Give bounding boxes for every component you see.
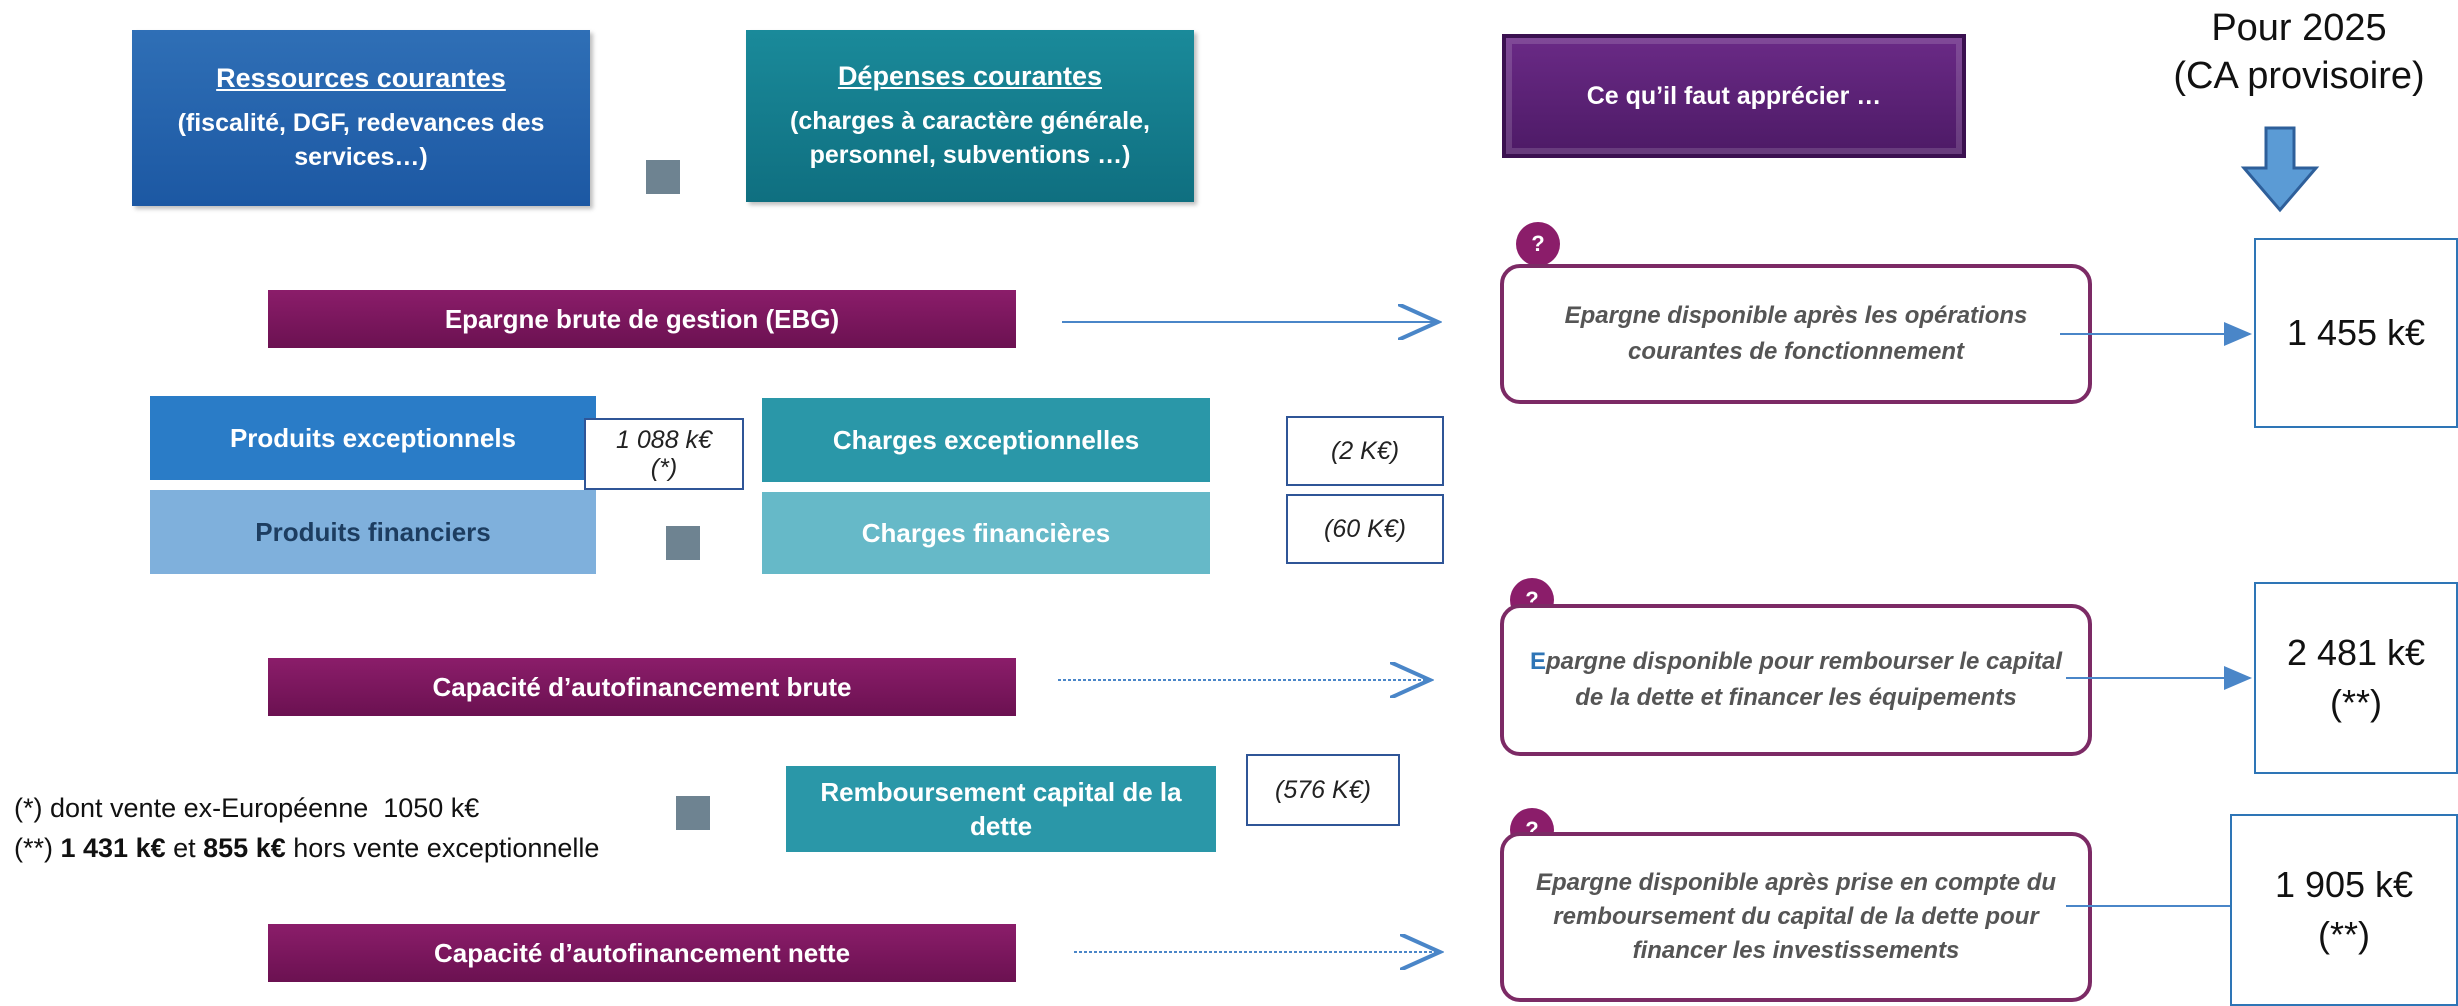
result-2-line1: 2 481 k€ — [2286, 632, 2426, 673]
expenses-title: Dépenses courantes — [837, 60, 1103, 91]
prod-fin-label: Produits financiers — [255, 516, 491, 547]
result-2-line2: (**) — [2330, 682, 2382, 723]
prod-exc-value-line1: 1 088 k€ — [616, 426, 712, 454]
charges-fin-bar: Charges financières — [762, 492, 1210, 574]
footnote-2-value-2: 855 k€ — [203, 833, 286, 863]
footnote-2-suffix: hors vente exceptionnelle — [285, 833, 600, 863]
question-frame-2: Epargne disponible pour rembourser le ca… — [1500, 604, 2092, 756]
expenses-sub: (charges à caractère générale, personnel… — [790, 106, 1150, 169]
result-box-3: 1 905 k€ (**) — [2230, 814, 2458, 1006]
result-box-2: 2 481 k€ (**) — [2254, 582, 2458, 774]
question-2-first-letter: E — [1529, 648, 1546, 675]
expenses-box: Dépenses courantes (charges à caractère … — [746, 30, 1194, 202]
caf-brute-label: Capacité d’autofinancement brute — [432, 671, 852, 702]
footnote-2-mid: et — [165, 833, 204, 863]
minus-square-icon — [646, 160, 680, 194]
question-3-text: Epargne disponible après prise en compte… — [1535, 869, 2057, 964]
minus-square-icon-3 — [676, 796, 710, 830]
footnote-2: (**) 1 431 k€ et 855 k€ hors vente excep… — [14, 828, 794, 868]
apprecier-label: Ce qu’il faut apprécier … — [1586, 81, 1882, 110]
result-3-line1: 1 905 k€ — [2274, 864, 2414, 905]
charges-fin-value: (60 K€) — [1286, 494, 1444, 564]
prod-exc-bar: Produits exceptionnels — [150, 396, 596, 480]
ebg-label: Epargne brute de gestion (EBG) — [444, 303, 840, 334]
question-2-rest: pargne disponible pour rembourser le cap… — [1545, 648, 2063, 711]
minus-square-icon-2 — [666, 526, 700, 560]
charges-exc-bar: Charges exceptionnelles — [762, 398, 1210, 482]
footnotes: (*) dont vente ex-Européenne 1050 k€ (**… — [14, 788, 794, 868]
ebg-bar: Epargne brute de gestion (EBG) — [268, 290, 1016, 348]
result-3-line2: (**) — [2318, 914, 2370, 955]
prod-fin-bar: Produits financiers — [150, 490, 596, 574]
year-header-line2: (CA provisoire) — [2173, 55, 2425, 97]
resources-sub: (fiscalité, DGF, redevances des services… — [177, 108, 545, 171]
remb-value-text: (576 K€) — [1275, 776, 1371, 804]
down-arrow-icon — [2240, 126, 2320, 213]
year-header: Pour 2025 (CA provisoire) — [2140, 4, 2458, 100]
charges-fin-label: Charges financières — [861, 517, 1111, 548]
prod-exc-value: 1 088 k€ (*) — [584, 418, 744, 490]
footnote-1: (*) dont vente ex-Européenne 1050 k€ — [14, 793, 480, 823]
caf-nette-label: Capacité d’autofinancement nette — [433, 937, 851, 968]
year-header-line1: Pour 2025 — [2211, 7, 2387, 49]
question-mark-icon-1: ? — [1516, 222, 1560, 266]
prod-exc-value-line2: (*) — [650, 454, 678, 482]
charges-exc-label: Charges exceptionnelles — [832, 424, 1140, 455]
charges-fin-value-text: (60 K€) — [1324, 515, 1406, 543]
question-frame-3: Epargne disponible après prise en compte… — [1500, 832, 2092, 1002]
result-1-value: 1 455 k€ — [2286, 312, 2426, 353]
caf-brute-bar: Capacité d’autofinancement brute — [268, 658, 1016, 716]
caf-nette-bar: Capacité d’autofinancement nette — [268, 924, 1016, 982]
footnote-2-prefix: (**) — [14, 833, 61, 863]
charges-exc-value: (2 K€) — [1286, 416, 1444, 486]
apprecier-box: Ce qu’il faut apprécier … — [1502, 34, 1966, 158]
remb-value: (576 K€) — [1246, 754, 1400, 826]
footnote-2-value-1: 1 431 k€ — [60, 833, 166, 863]
remb-label: Remboursement capital de la dette — [820, 777, 1182, 841]
question-2-text: Epargne disponible pour rembourser le ca… — [1528, 644, 2064, 716]
question-1-text: Epargne disponible après les opérations … — [1564, 302, 2028, 365]
prod-exc-label: Produits exceptionnels — [229, 422, 517, 453]
result-box-1: 1 455 k€ — [2254, 238, 2458, 428]
remb-bar: Remboursement capital de la dette — [786, 766, 1216, 852]
resources-box: Ressources courantes (fiscalité, DGF, re… — [132, 30, 590, 206]
charges-exc-value-text: (2 K€) — [1330, 437, 1400, 465]
resources-title: Ressources courantes — [216, 62, 506, 93]
